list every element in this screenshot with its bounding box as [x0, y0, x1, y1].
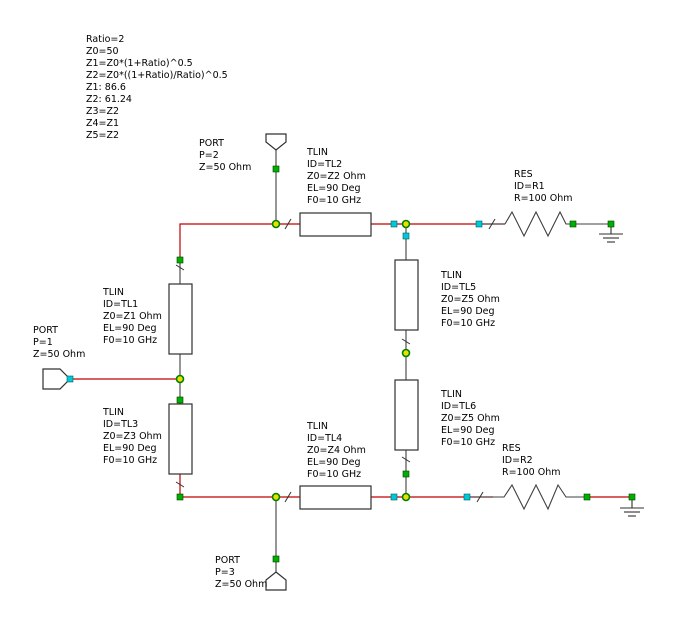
wire-bottom-left — [179, 474, 300, 498]
svg-text:Z0=Z5 Ohm: Z0=Z5 Ohm — [441, 413, 500, 424]
svg-text:TLIN: TLIN — [440, 270, 462, 281]
svg-text:ID=TL5: ID=TL5 — [441, 282, 476, 293]
svg-text:Z=50 Ohm: Z=50 Ohm — [33, 349, 85, 360]
svg-text:ID=R2: ID=R2 — [502, 455, 533, 466]
svg-text:F0=10 GHz: F0=10 GHz — [441, 318, 495, 329]
port-1-symbol[interactable] — [42, 368, 71, 390]
svg-text:ID=TL6: ID=TL6 — [441, 401, 476, 412]
svg-text:PORT: PORT — [199, 138, 224, 149]
port-3-label: PORT P=3 Z=50 Ohm — [215, 555, 267, 590]
svg-text:F0=10 GHz: F0=10 GHz — [103, 455, 157, 466]
svg-text:F0=10 GHz: F0=10 GHz — [307, 469, 361, 480]
svg-text:RES: RES — [514, 169, 533, 180]
svg-text:F0=10 GHz: F0=10 GHz — [307, 195, 361, 206]
svg-text:Z=50 Ohm: Z=50 Ohm — [215, 579, 267, 590]
tl5-symbol[interactable] — [394, 259, 419, 345]
equation-line: Z1=Z0*(1+Ratio)^0.5 — [86, 58, 193, 69]
equations-block: Ratio=2 Z0=50 Z1=Z0*(1+Ratio)^0.5 Z2=Z0*… — [86, 34, 228, 141]
svg-text:TLIN: TLIN — [102, 287, 124, 298]
svg-text:TLIN: TLIN — [306, 147, 328, 158]
svg-text:PORT: PORT — [33, 325, 58, 336]
r1-label: RES ID=R1 R=100 Ohm — [514, 169, 572, 204]
svg-text:EL=90 Deg: EL=90 Deg — [307, 183, 361, 194]
r2-symbol[interactable] — [467, 483, 587, 511]
svg-text:F0=10 GHz: F0=10 GHz — [103, 335, 157, 346]
svg-text:EL=90 Deg: EL=90 Deg — [103, 443, 157, 454]
svg-text:ID=TL1: ID=TL1 — [103, 299, 138, 310]
svg-text:EL=90 Deg: EL=90 Deg — [441, 306, 495, 317]
equation-line: Ratio=2 — [86, 34, 124, 45]
svg-text:TLIN: TLIN — [440, 389, 462, 400]
svg-text:Z0=Z3 Ohm: Z0=Z3 Ohm — [103, 431, 162, 442]
equation-line: Z3=Z2 — [86, 106, 119, 117]
tl1-symbol[interactable] — [168, 262, 193, 355]
svg-text:PORT: PORT — [215, 555, 240, 566]
svg-text:F0=10 GHz: F0=10 GHz — [441, 437, 495, 448]
tl3-label: TLIN ID=TL3 Z0=Z3 Ohm EL=90 Deg F0=10 GH… — [102, 407, 162, 466]
svg-text:Z0=Z5 Ohm: Z0=Z5 Ohm — [441, 294, 500, 305]
svg-text:Z=50 Ohm: Z=50 Ohm — [199, 162, 251, 173]
wire-top-left — [179, 223, 276, 260]
tl6-label: TLIN ID=TL6 Z0=Z5 Ohm EL=90 Deg F0=10 GH… — [440, 389, 500, 448]
equation-line: Z2: 61.24 — [86, 94, 132, 105]
node-pins — [66, 165, 636, 563]
equation-line: Z0=50 — [86, 46, 119, 57]
tl4-symbol[interactable] — [284, 485, 372, 510]
svg-text:P=1: P=1 — [33, 337, 53, 348]
svg-text:ID=TL3: ID=TL3 — [103, 419, 138, 430]
svg-text:Z0=Z2 Ohm: Z0=Z2 Ohm — [307, 171, 366, 182]
port-1-label: PORT P=1 Z=50 Ohm — [33, 325, 85, 360]
tl5-label: TLIN ID=TL5 Z0=Z5 Ohm EL=90 Deg F0=10 GH… — [440, 270, 500, 329]
svg-text:EL=90 Deg: EL=90 Deg — [307, 457, 361, 468]
tl2-label: TLIN ID=TL2 Z0=Z2 Ohm EL=90 Deg F0=10 GH… — [306, 147, 366, 206]
equation-line: Z1: 86.6 — [86, 82, 126, 93]
svg-text:EL=90 Deg: EL=90 Deg — [103, 323, 157, 334]
port-3-symbol[interactable] — [265, 571, 287, 591]
svg-text:ID=TL4: ID=TL4 — [307, 433, 342, 444]
port-2-symbol[interactable] — [265, 133, 287, 151]
svg-text:Z0=Z4 Ohm: Z0=Z4 Ohm — [307, 445, 366, 456]
svg-text:RES: RES — [502, 443, 521, 454]
junctions — [175, 219, 411, 502]
equation-line: Z2=Z0*((1+Ratio)/Ratio)^0.5 — [86, 70, 228, 81]
equation-line: Z4=Z1 — [86, 118, 119, 129]
tl4-label: TLIN ID=TL4 Z0=Z4 Ohm EL=90 Deg F0=10 GH… — [306, 421, 366, 480]
tl3-symbol[interactable] — [168, 403, 193, 488]
tl2-symbol[interactable] — [284, 212, 372, 237]
svg-text:R=100 Ohm: R=100 Ohm — [514, 193, 572, 204]
r2-label: RES ID=R2 R=100 Ohm — [502, 443, 560, 478]
r1-symbol[interactable] — [479, 210, 572, 238]
svg-text:ID=TL2: ID=TL2 — [307, 159, 342, 170]
svg-text:TLIN: TLIN — [102, 407, 124, 418]
svg-text:TLIN: TLIN — [306, 421, 328, 432]
svg-text:P=3: P=3 — [215, 567, 235, 578]
ground-r1-icon — [599, 224, 623, 243]
svg-text:ID=R1: ID=R1 — [514, 181, 545, 192]
port-2-label: PORT P=2 Z=50 Ohm — [199, 138, 251, 173]
svg-text:R=100 Ohm: R=100 Ohm — [502, 467, 560, 478]
tl1-label: TLIN ID=TL1 Z0=Z1 Ohm EL=90 Deg F0=10 GH… — [102, 287, 162, 346]
svg-text:P=2: P=2 — [199, 150, 219, 161]
svg-text:EL=90 Deg: EL=90 Deg — [441, 425, 495, 436]
svg-text:Z0=Z1 Ohm: Z0=Z1 Ohm — [103, 311, 162, 322]
equation-line: Z5=Z2 — [86, 130, 119, 141]
tl6-symbol[interactable] — [394, 379, 419, 463]
